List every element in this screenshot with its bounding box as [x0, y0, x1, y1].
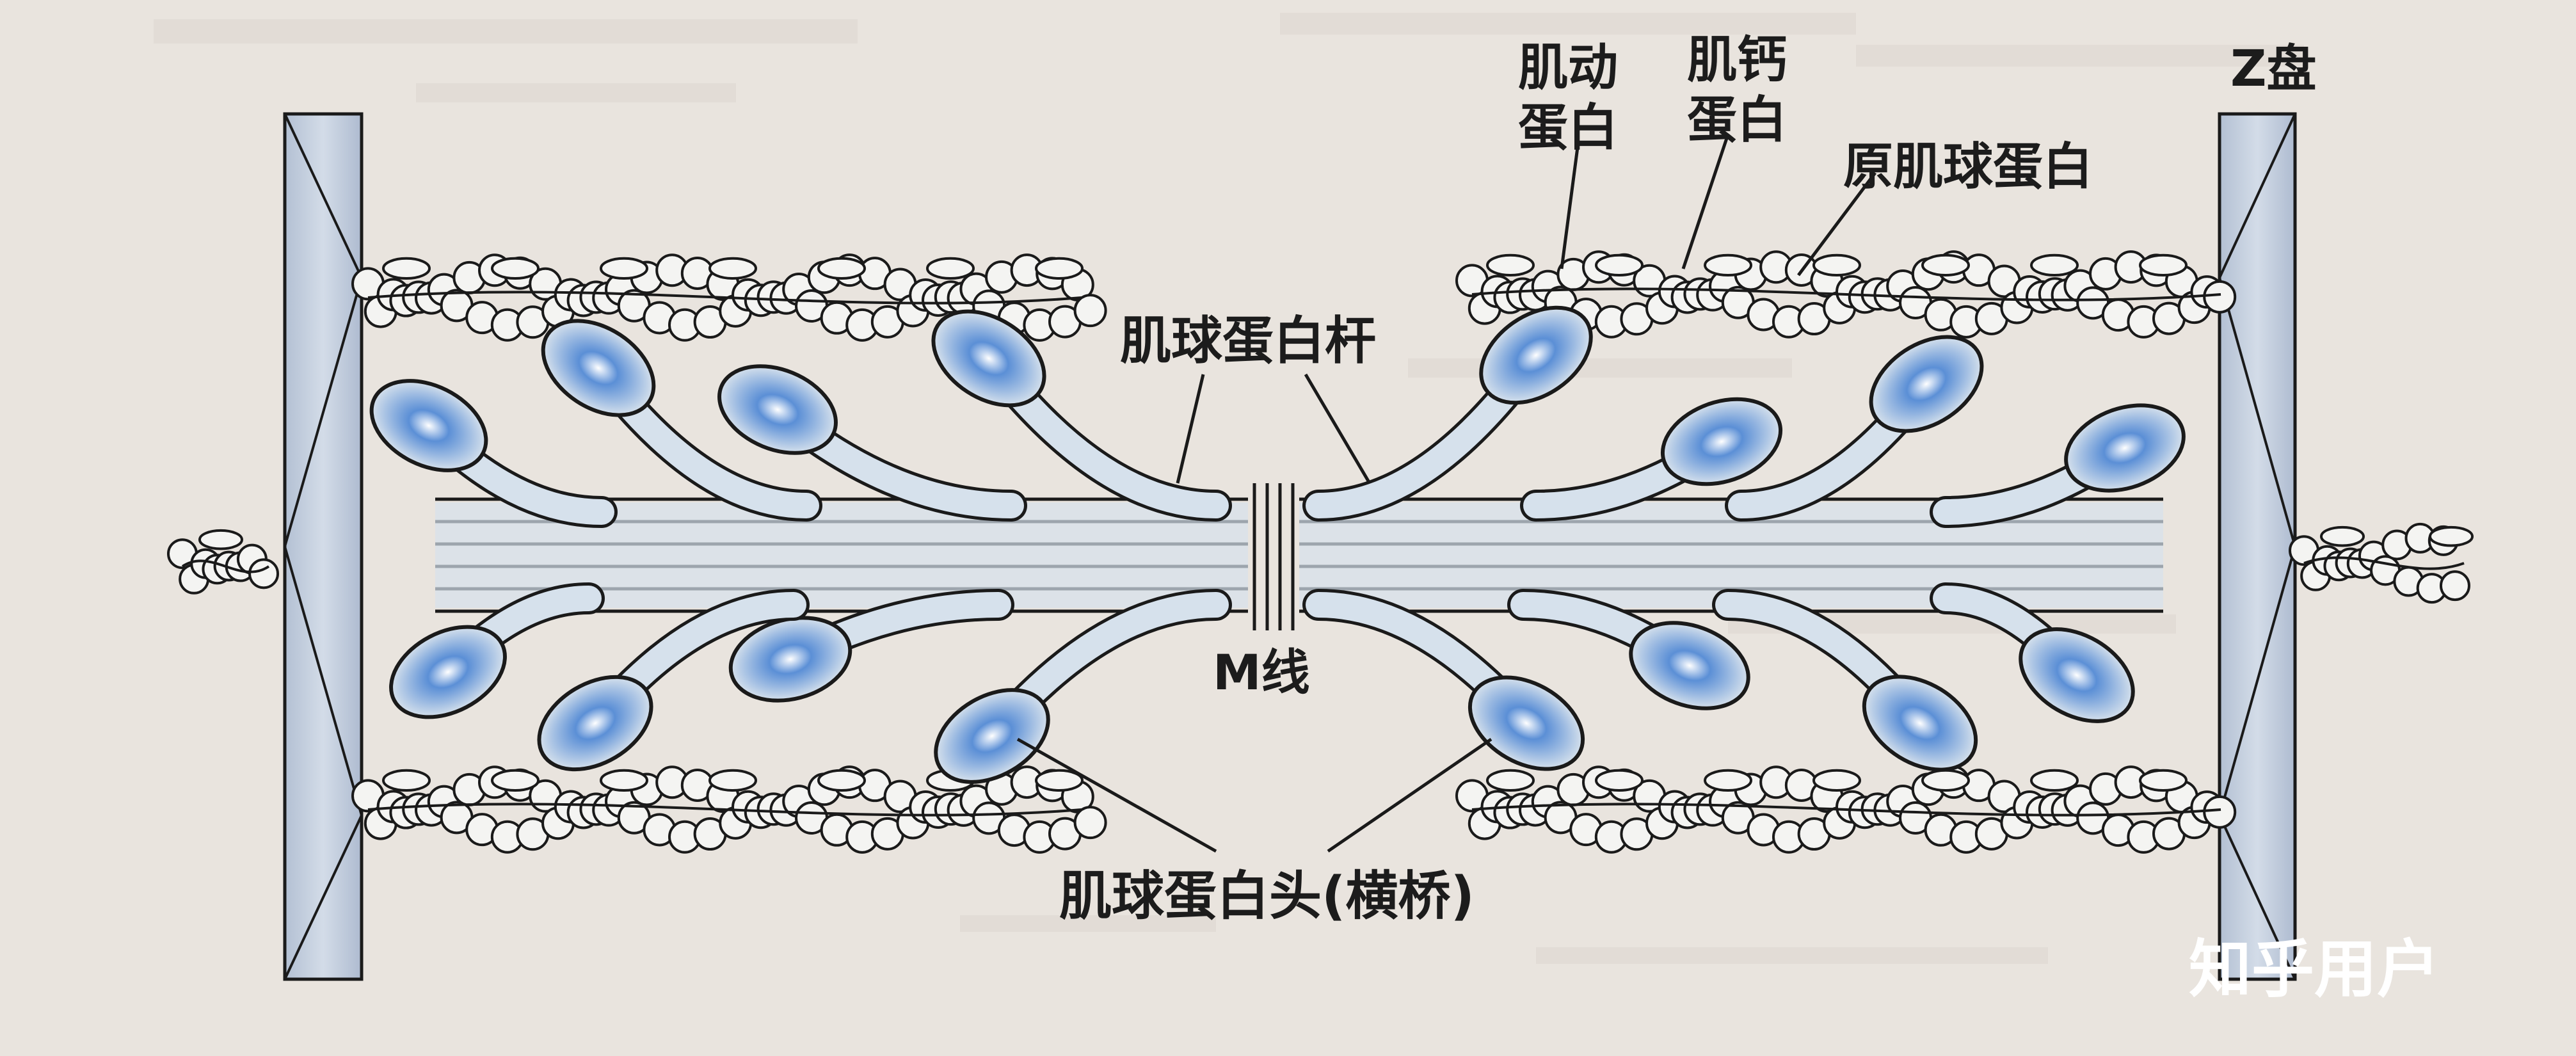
- page-texture: [154, 19, 858, 44]
- troponin-complex: [1035, 769, 1084, 792]
- leader-line: [1016, 737, 1217, 853]
- actin-bead: [1073, 806, 1107, 840]
- myosin-head: [541, 319, 656, 417]
- troponin-complex: [708, 257, 757, 280]
- troponin-complex: [1704, 769, 1752, 792]
- label-troponin: 肌钙 蛋白: [1687, 31, 1788, 149]
- actin-bead: [248, 558, 280, 589]
- troponin-complex: [600, 257, 648, 280]
- myosin-head: [537, 675, 653, 772]
- actin-bead: [2439, 570, 2470, 602]
- troponin-complex: [491, 769, 540, 792]
- page-texture: [1856, 45, 2304, 67]
- label-m-line: M线: [1213, 644, 1310, 701]
- leader-line: [1681, 134, 1730, 269]
- myosin-head: [934, 688, 1050, 784]
- troponin-complex: [1595, 253, 1644, 276]
- leader-line: [1560, 147, 1580, 269]
- tropomyosin-strand: [2303, 556, 2465, 570]
- actin-bead: [1073, 294, 1107, 328]
- myosin-head: [2019, 627, 2135, 723]
- troponin-complex: [491, 257, 540, 280]
- label-actin: 肌动 蛋白: [1518, 39, 1619, 157]
- actin-bead: [2203, 280, 2237, 314]
- myosin-head: [1629, 621, 1750, 710]
- troponin-complex: [1921, 769, 1970, 792]
- page-texture: [1536, 947, 2048, 964]
- troponin-complex: [2139, 769, 2188, 792]
- thin-filaments: [167, 250, 2474, 854]
- thick-filament: [435, 483, 2163, 630]
- troponin-complex: [2030, 769, 2079, 792]
- page-texture: [1408, 358, 1792, 378]
- troponin-complex: [1486, 253, 1535, 276]
- troponin-complex: [600, 769, 648, 792]
- page-texture: [1280, 13, 1856, 35]
- myosin-head: [931, 309, 1046, 408]
- leader-lines: [1016, 134, 1876, 853]
- troponin-complex: [1486, 769, 1535, 792]
- tropomyosin-strand: [1471, 287, 2221, 301]
- myosin-head: [1468, 675, 1585, 771]
- troponin-complex: [817, 257, 866, 280]
- leader-line: [1304, 373, 1372, 484]
- z-disc-plate: [283, 112, 364, 981]
- tropomyosin-strand: [367, 291, 1082, 305]
- troponin-complex: [817, 769, 866, 792]
- troponin-complex: [926, 257, 975, 280]
- troponin-complex: [2030, 253, 2079, 276]
- myosin-head: [1869, 335, 1984, 433]
- myosin-heads: [369, 305, 2186, 784]
- actin-bead: [2203, 795, 2237, 829]
- z-disc-plate: [2218, 112, 2297, 981]
- label-myosin-head: 肌球蛋白头(横桥): [1059, 866, 1475, 927]
- page-texture: [416, 83, 736, 102]
- myosin-head: [717, 364, 838, 455]
- leader-line: [1797, 172, 1876, 276]
- myosin-head: [389, 625, 507, 719]
- z-disc-zigzag: [283, 113, 364, 980]
- troponin-complex: [1921, 253, 1970, 276]
- troponin-complex: [1595, 769, 1644, 792]
- myosin-head: [369, 379, 488, 472]
- myosin-head: [1660, 397, 1783, 486]
- troponin-complex: [1812, 253, 1861, 276]
- troponin-complex: [2429, 525, 2474, 547]
- myosin-head: [2064, 403, 2186, 493]
- troponin-complex: [1704, 253, 1752, 276]
- page-background: [154, 13, 2304, 964]
- troponin-complex: [2320, 525, 2365, 547]
- watermark-text: 知乎用户: [2189, 933, 2440, 1006]
- label-z-disc: Z盘: [2230, 40, 2317, 98]
- myosin-head: [1862, 675, 1978, 772]
- label-tropomyosin: 原肌球蛋白: [1843, 138, 2093, 196]
- tropomyosin-strand: [1471, 803, 2221, 817]
- page-texture: [960, 915, 1216, 932]
- troponin-complex: [708, 769, 757, 792]
- troponin-complex: [1035, 257, 1084, 280]
- leader-line: [1327, 737, 1492, 853]
- troponin-complex: [382, 769, 431, 792]
- tropomyosin-strand: [367, 803, 1082, 817]
- label-myosin-rod: 肌球蛋白杆: [1120, 311, 1376, 371]
- tropomyosin-strand: [181, 559, 270, 573]
- troponin-complex: [382, 257, 431, 280]
- leader-line: [1176, 374, 1205, 484]
- myosin-head: [1479, 305, 1593, 405]
- troponin-complex: [198, 529, 243, 550]
- z-discs: [283, 112, 2297, 981]
- troponin-complex: [2139, 253, 2188, 276]
- troponin-complex: [1812, 769, 1861, 792]
